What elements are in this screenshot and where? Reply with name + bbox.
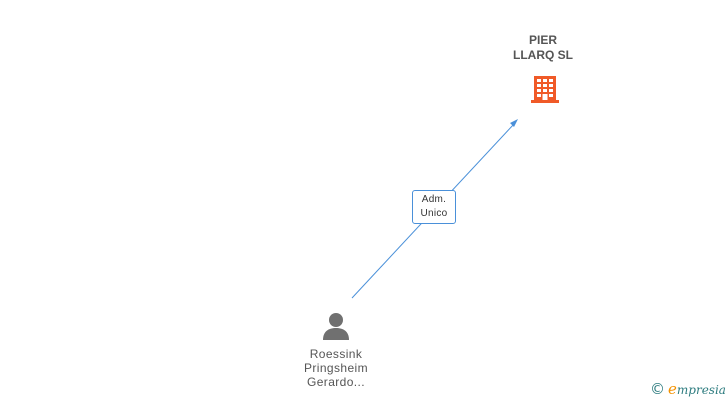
person-name-line-1: Roessink (309, 347, 363, 361)
person-name-line-3: Gerardo... (306, 375, 366, 389)
role-badge[interactable]: Adm. Unico (412, 190, 456, 224)
person-icon[interactable] (321, 311, 351, 341)
company-name-line-2: LLARQ SL (513, 48, 573, 62)
building-icon[interactable] (530, 74, 560, 104)
brand-name: mpresia (676, 383, 726, 397)
person-name-line-2: Pringsheim (303, 361, 369, 375)
empresia-logo: © empresia (650, 380, 726, 398)
role-line-1: Adm. (421, 194, 447, 205)
company-name-line-1: PIER (528, 33, 557, 47)
brand-wordmark: empresia (668, 380, 726, 398)
person-name[interactable]: Roessink Pringsheim Gerardo... (276, 347, 396, 389)
edge-arrowhead (510, 119, 518, 127)
role-line-2: Unico (420, 208, 448, 219)
brand-initial: e (668, 380, 677, 398)
copyright-symbol: © (650, 380, 665, 398)
company-name[interactable]: PIER LLARQ SL (483, 33, 603, 63)
